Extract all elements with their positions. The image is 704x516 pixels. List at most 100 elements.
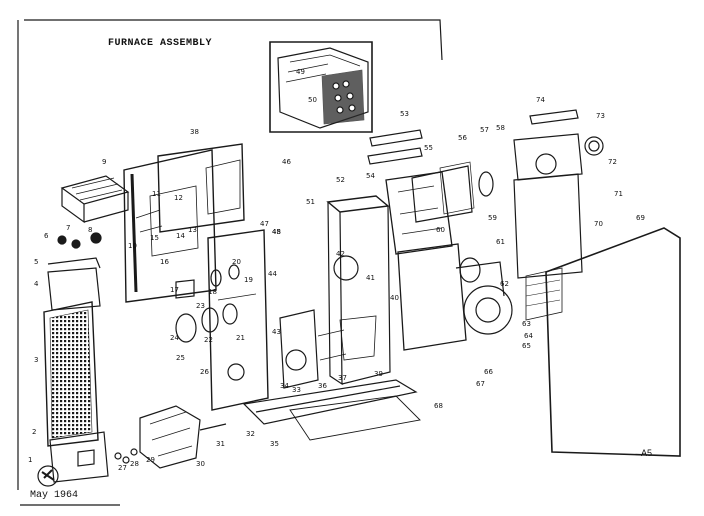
callout-18: 18: [208, 288, 217, 296]
callout-59: 59: [488, 214, 497, 222]
callout-20: 20: [232, 258, 241, 266]
callout-60: 60: [436, 226, 445, 234]
panel-70: [513, 173, 583, 279]
callout-8: 8: [88, 226, 92, 234]
flue-collector: [385, 171, 453, 255]
ring-73: [584, 136, 604, 156]
panel-5: [47, 257, 101, 269]
knob-7: [71, 239, 81, 249]
callout-43: 43: [272, 328, 281, 336]
callout-11: 11: [152, 190, 161, 198]
callout-22: 22: [204, 336, 213, 344]
gasket-24: [175, 313, 197, 343]
callout-50: 50: [308, 96, 317, 104]
inset-detail: [269, 41, 373, 133]
knob-8: [90, 232, 102, 244]
callout-16: 16: [160, 258, 169, 266]
callout-66: 66: [484, 368, 493, 376]
callout-70: 70: [594, 220, 603, 228]
callout-65: 65: [522, 342, 531, 350]
callout-30: 30: [196, 460, 205, 468]
callout-25: 25: [176, 354, 185, 362]
burner-box: [60, 175, 130, 224]
rail-54: [367, 147, 423, 165]
callout-12: 12: [174, 194, 183, 202]
frame-top-edge: [24, 19, 443, 61]
callout-15: 15: [150, 234, 159, 242]
diagram-date: May 1964: [30, 490, 79, 501]
callout-38: 38: [190, 128, 199, 136]
blower-assembly: [397, 243, 513, 351]
callout-35: 35: [270, 440, 279, 448]
callout-69: 69: [636, 214, 645, 222]
callout-4: 4: [34, 280, 39, 288]
callout-54: 54: [366, 172, 375, 180]
gasket-21: [222, 303, 238, 325]
callout-41: 41: [366, 274, 375, 282]
callout-40: 40: [390, 294, 399, 302]
callout-23: 23: [196, 302, 205, 310]
callout-7: 7: [66, 224, 70, 232]
callout-32: 32: [246, 430, 255, 438]
diagram-code: A5: [641, 448, 653, 458]
callout-49: 49: [296, 68, 305, 76]
callout-47: 47: [260, 220, 269, 228]
callout-19: 19: [244, 276, 253, 284]
callout-2: 2: [32, 428, 36, 436]
callout-33: 33: [292, 386, 301, 394]
callout-24: 24: [170, 334, 179, 342]
burner-assembly: [279, 309, 347, 389]
callout-63: 63: [522, 320, 531, 328]
rail-53: [369, 129, 423, 147]
ring-19: [228, 264, 240, 280]
callout-57: 57: [480, 126, 489, 134]
control-door: [123, 149, 217, 303]
base-rail-35: [242, 379, 418, 425]
callout-14: 14: [176, 232, 185, 240]
callout-3: 3: [34, 356, 38, 364]
bracket-17: [175, 279, 195, 299]
callout-74: 74: [536, 96, 545, 104]
callout-46: 46: [282, 158, 291, 166]
callout-53: 53: [400, 110, 409, 118]
rail-74: [529, 109, 579, 125]
gasket-22: [201, 307, 219, 333]
callout-61: 61: [496, 238, 505, 246]
callout-45: 45: [272, 228, 281, 236]
callout-26: 26: [200, 368, 209, 376]
callout-58: 58: [496, 124, 505, 132]
knob-6: [57, 235, 67, 245]
ring-18: [210, 269, 222, 287]
callout-9: 9: [102, 158, 106, 166]
callout-44: 44: [268, 270, 277, 278]
callout-62: 62: [500, 280, 509, 288]
callout-17: 17: [170, 286, 179, 294]
side-panel-69: [525, 227, 681, 457]
callout-5: 5: [34, 258, 38, 266]
callout-73: 73: [596, 112, 605, 120]
callout-31: 31: [216, 440, 225, 448]
panel-4: [47, 267, 101, 311]
gas-valve: [114, 405, 227, 469]
callout-37: 37: [338, 374, 347, 382]
front-grille-panel: [43, 301, 99, 447]
panel-72: [513, 133, 583, 181]
callout-29: 29: [146, 456, 155, 464]
callout-51: 51: [306, 198, 315, 206]
callout-55: 55: [424, 144, 433, 152]
knob-1: [37, 465, 59, 487]
draft-diverter: [411, 161, 494, 223]
callout-48: 48: [272, 228, 281, 236]
callout-34: 34: [280, 382, 289, 390]
callout-56: 56: [458, 134, 467, 142]
callout-72: 72: [608, 158, 617, 166]
callout-36: 36: [318, 382, 327, 390]
callout-71: 71: [614, 190, 623, 198]
callout-28: 28: [130, 460, 139, 468]
callout-39: 39: [374, 370, 383, 378]
diagram-title: FURNACE ASSEMBLY: [108, 38, 213, 49]
callout-13: 13: [188, 226, 197, 234]
